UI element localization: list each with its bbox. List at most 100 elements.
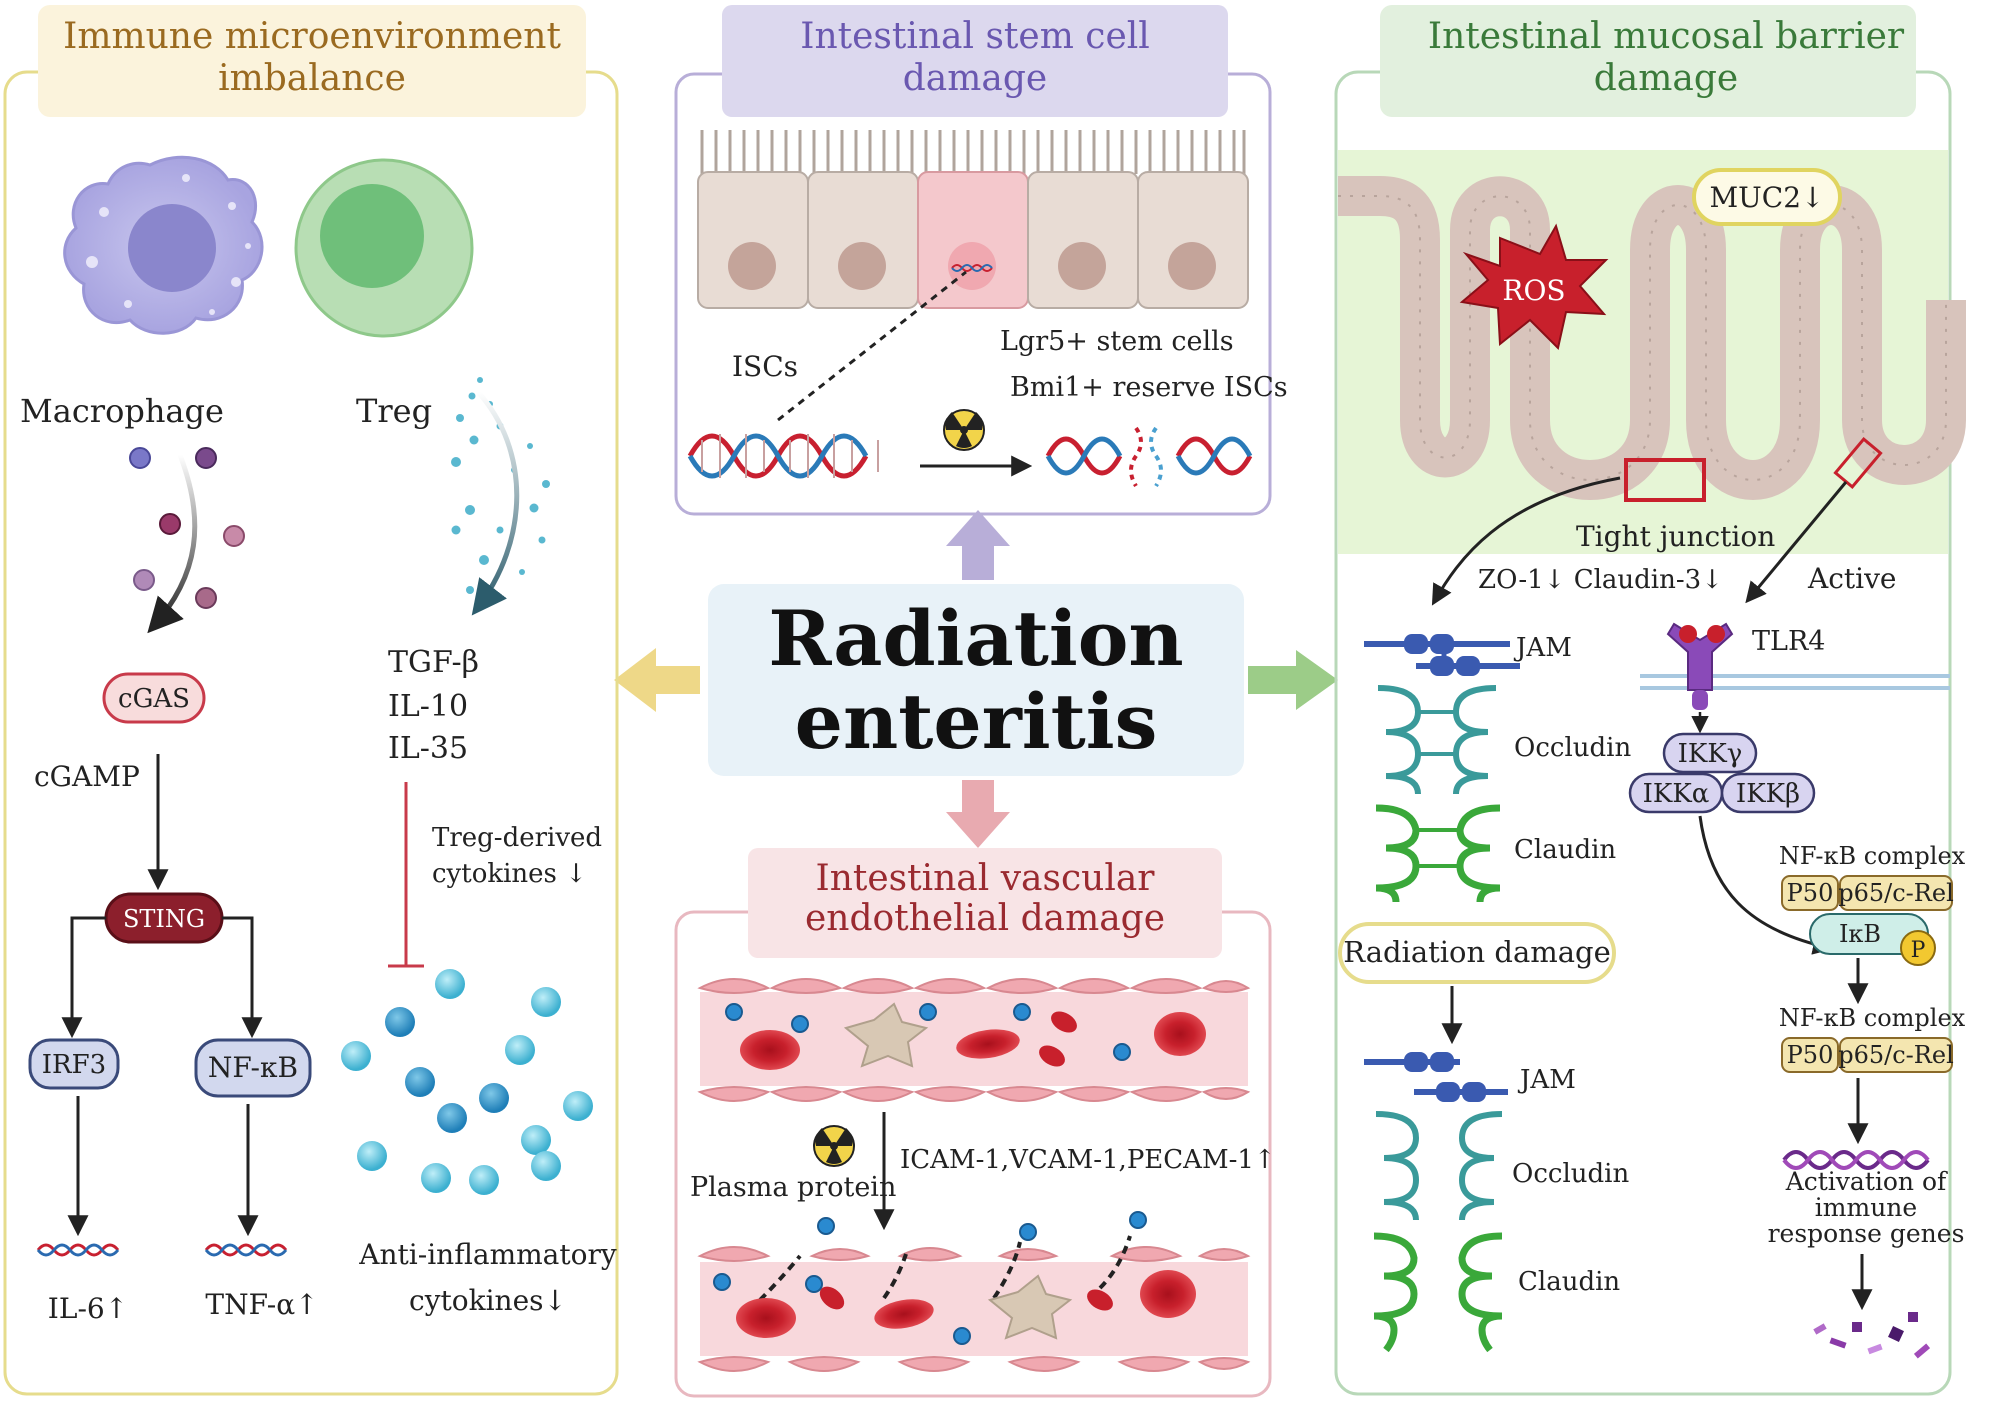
immune-header-line1: Immune microenvironment: [63, 16, 561, 57]
panel-vascular: Intestinal vascular endothelial damage: [674, 848, 1276, 1398]
arrow-sting-irf3: [61, 916, 106, 1039]
tnfa-dna-icon: [204, 1243, 288, 1257]
p65-node-1: [1839, 875, 1953, 911]
anti-inflammatory-line1: Anti-inflammatory: [358, 1238, 617, 1271]
arrow-up-purple: [946, 510, 1010, 580]
irf3-label: IRF3: [42, 1050, 106, 1080]
barrier-header-line2: damage: [1594, 58, 1738, 99]
activation-line3: response genes: [1768, 1219, 1965, 1248]
barrier-header: [1380, 5, 1916, 117]
sting-label: STING: [123, 905, 205, 933]
il10-label: IL-10: [388, 689, 468, 724]
center-title-line2: enteritis: [795, 677, 1158, 766]
zo1-label: ZO-1↓ Claudin-3↓: [1478, 565, 1723, 595]
muc2-badge: [1692, 168, 1842, 226]
lgr5-label: Lgr5+ stem cells: [1000, 326, 1234, 357]
anti-inflammatory-line2: cytokines↓: [409, 1284, 567, 1317]
macrophage-label: Macrophage: [20, 392, 224, 430]
immune-header-line2: imbalance: [218, 58, 406, 99]
stem-header: [722, 5, 1228, 117]
occludin-label-damaged: Occludin: [1512, 1159, 1629, 1189]
radiation-damage-badge: [1338, 922, 1616, 984]
stem-header-line1: Intestinal stem cell: [800, 16, 1150, 57]
dna-broken-icon: [1045, 426, 1253, 488]
vessel-damaged: [697, 1211, 1251, 1372]
cell-membrane: [1640, 674, 1950, 690]
treg-cell-icon: [294, 158, 474, 338]
ros-label: ROS: [1502, 274, 1565, 307]
epithelial-microvilli: [700, 130, 1246, 174]
jam-label-damaged: JAM: [1517, 1065, 1576, 1095]
anti-inflammatory-cytokine-balls: [341, 969, 593, 1195]
nfkb-label: NF-κB: [208, 1051, 298, 1084]
claudin-label-damaged: Claudin: [1518, 1267, 1620, 1297]
radiation-icon-stem: [943, 409, 985, 451]
jam-protein-intact: [1364, 634, 1520, 676]
il35-label: IL-35: [388, 731, 468, 766]
panel-immune: Immune microenvironment imbalance Macrop…: [3, 5, 619, 1396]
occludin-label-intact: Occludin: [1514, 733, 1631, 763]
ikkb-label: IKKβ: [1736, 779, 1800, 809]
phospho-badge: [1900, 930, 1936, 966]
dna-intact-icon: [687, 433, 879, 479]
macrophage-curve-arrow: [147, 454, 198, 634]
tlr4-site-box: [1833, 436, 1883, 490]
radiation-icon-vascular: [813, 1125, 855, 1167]
p65-node-2: [1839, 1037, 1953, 1073]
ros-star-icon: [1459, 223, 1609, 350]
occludin-protein-intact: [1377, 685, 1497, 795]
cgas-label: cGAS: [118, 684, 190, 714]
vessel-healthy: [697, 978, 1251, 1102]
p50-node-1: [1781, 875, 1839, 911]
arrow-ikk-nfkb: [1698, 815, 1835, 955]
panel-stem: Intestinal stem cell damage: [674, 5, 1288, 516]
iscs-pointer-dashed: [777, 270, 967, 422]
p65-label-1: p65/c-Rel: [1838, 879, 1954, 907]
immune-gene-dna-icon: [1782, 1150, 1930, 1170]
radiation-damage-label: Radiation damage: [1343, 935, 1611, 969]
center-block: Radiation enteritis: [614, 510, 1338, 848]
p50-label-2: P50: [1787, 1041, 1834, 1069]
expressed-protein-fragments-icon: [1813, 1312, 1931, 1359]
tnfa-label: TNF-α↑: [205, 1288, 318, 1321]
vascular-header-line2: endothelial damage: [805, 898, 1165, 939]
immune-header: [38, 5, 586, 117]
jam-label-intact: JAM: [1513, 633, 1572, 663]
tlr4-label: TLR4: [1752, 626, 1825, 657]
arrow-sting-nfkb: [222, 916, 263, 1039]
tgfb-label: TGF-β: [388, 645, 479, 680]
bmi1-label: Bmi1+ reserve ISCs: [1010, 372, 1288, 403]
arrow-right-green: [1248, 650, 1338, 710]
p65-label-2: p65/c-Rel: [1838, 1041, 1954, 1069]
stem-header-line2: damage: [903, 58, 1047, 99]
claudin-protein-intact: [1375, 804, 1501, 903]
tight-junction-box: [1624, 458, 1706, 502]
epithelial-cells: [697, 130, 1249, 309]
cgamp-label: cGAMP: [34, 760, 140, 793]
il6-label: IL-6↑: [48, 1292, 128, 1325]
jam-protein-damaged: [1364, 1052, 1508, 1102]
muc2-label: MUC2↓: [1710, 181, 1825, 214]
ikb-label: IκB: [1839, 920, 1881, 948]
vascular-header-line1: Intestinal vascular: [815, 858, 1155, 899]
irf3-node: [28, 1038, 120, 1090]
activation-line1: Activation of: [1785, 1167, 1948, 1196]
arrow-to-tlr4: [1745, 481, 1848, 604]
treg-label: Treg: [356, 392, 432, 430]
active-label: Active: [1807, 562, 1897, 595]
p50-node-2: [1781, 1037, 1839, 1073]
iscs-label: ISCs: [732, 350, 798, 383]
plasma-protein-label: Plasma protein: [690, 1172, 896, 1203]
ikkg-node: [1662, 732, 1758, 774]
arrow-tj-to-jam: [1431, 476, 1621, 606]
treg-curve-arrow: [471, 390, 520, 616]
ikka-label: IKKα: [1643, 779, 1710, 809]
tlr4-receptor-icon: [1666, 622, 1734, 710]
ikkg-label: IKKγ: [1678, 739, 1743, 769]
macrophage-cell-icon: [63, 155, 264, 335]
center-box: [708, 584, 1244, 776]
claudin-label-intact: Claudin: [1514, 835, 1616, 865]
treg-secretion-dots: [451, 377, 550, 594]
treg-cytokines-line2: cytokines ↓: [432, 859, 587, 889]
